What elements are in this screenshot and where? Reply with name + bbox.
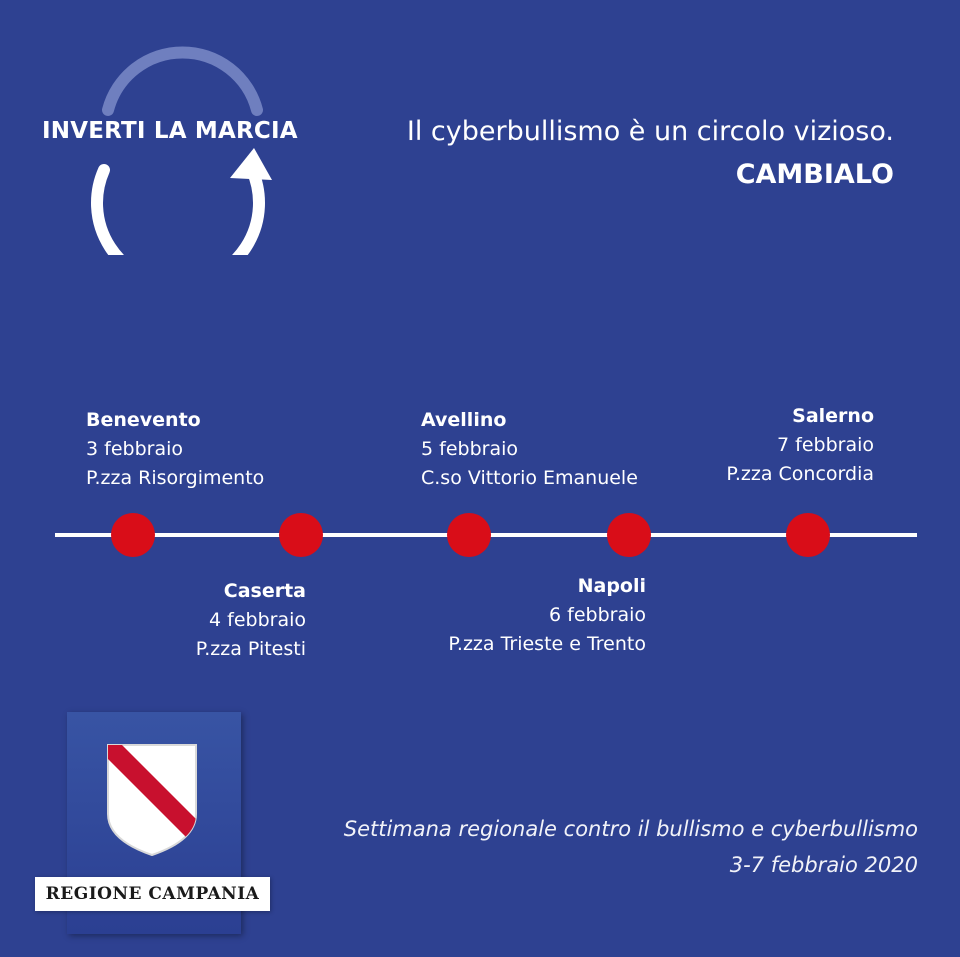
footer-title: Settimana regionale contro il bullismo e…: [343, 817, 918, 841]
event-caserta: Caserta 4 febbraio P.zza Pitesti: [196, 577, 306, 664]
event-city: Napoli: [577, 575, 646, 597]
timeline-dot-salerno: [786, 513, 830, 557]
event-benevento: Benevento 3 febbraio P.zza Risorgimento: [86, 406, 264, 493]
event-date: 7 febbraio: [777, 434, 874, 456]
event-city: Salerno: [792, 405, 874, 427]
event-place: P.zza Trieste e Trento: [448, 633, 646, 655]
footer-dates: 3-7 febbraio 2020: [729, 853, 918, 877]
event-date: 6 febbraio: [549, 604, 646, 626]
event-place: P.zza Concordia: [726, 463, 874, 485]
event-salerno: Salerno 7 febbraio P.zza Concordia: [726, 402, 874, 489]
timeline-dot-benevento: [111, 513, 155, 557]
tagline-strong: CAMBIALO: [735, 159, 894, 190]
event-date: 4 febbraio: [209, 609, 306, 631]
timeline-dot-napoli: [607, 513, 651, 557]
tagline: Il cyberbullismo è un circolo vizioso.: [406, 116, 894, 147]
event-napoli: Napoli 6 febbraio P.zza Trieste e Trento: [448, 572, 646, 659]
event-place: P.zza Risorgimento: [86, 467, 265, 489]
event-city: Avellino: [421, 409, 507, 431]
circular-arrow-icon: [91, 46, 272, 255]
event-place: P.zza Pitesti: [195, 638, 306, 660]
event-date: 3 febbraio: [86, 438, 183, 460]
event-place: C.so Vittorio Emanuele: [421, 467, 638, 489]
event-avellino: Avellino 5 febbraio C.so Vittorio Emanue…: [421, 406, 638, 493]
region-label: REGIONE CAMPANIA: [35, 877, 270, 911]
shield-crest-icon: [107, 744, 197, 857]
event-date: 5 febbraio: [421, 438, 518, 460]
event-city: Caserta: [223, 580, 306, 602]
logo-text: INVERTI LA MARCIA: [42, 118, 298, 144]
timeline-dot-caserta: [279, 513, 323, 557]
timeline-dot-avellino: [447, 513, 491, 557]
event-city: Benevento: [86, 409, 201, 431]
